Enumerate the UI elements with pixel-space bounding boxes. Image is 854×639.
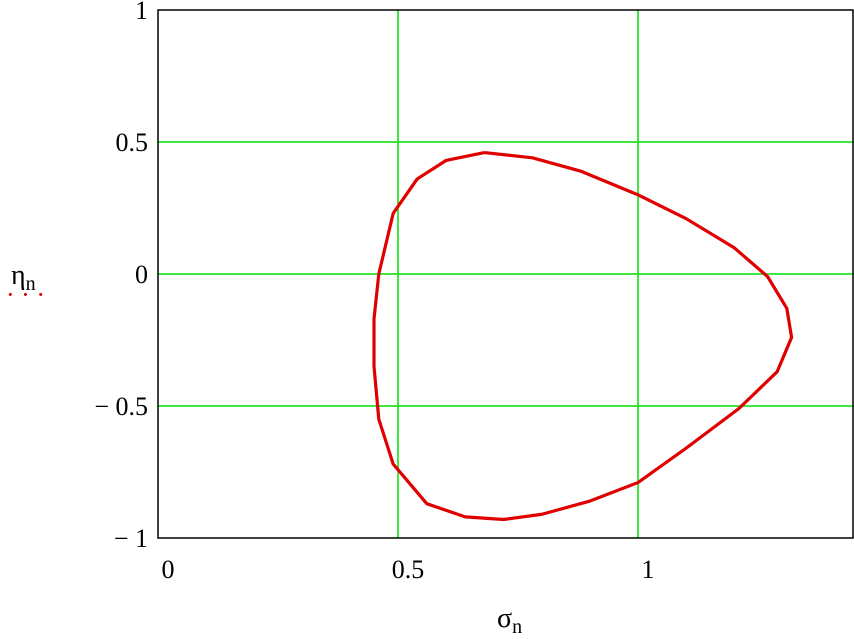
y-axis-label-dots: · · ·: [6, 280, 45, 309]
y-tick-label: − 0.5: [94, 392, 148, 421]
y-tick-label: 0.5: [116, 128, 149, 157]
series-layer: [372, 150, 794, 522]
y-tick-label: 0: [135, 260, 148, 289]
y-tick-label: − 1: [114, 524, 148, 553]
x-axis-label: σn: [497, 603, 522, 638]
series-curve: [372, 150, 794, 522]
x-tick-label: 1: [642, 555, 655, 584]
x-axis-label-subscript: n: [512, 616, 522, 638]
y-tick-label: 1: [135, 0, 148, 25]
grid-lines: [158, 10, 854, 538]
plot-frame: [157, 9, 854, 539]
y-axis-label: ηn: [11, 260, 36, 295]
x-tick-label: 0.5: [392, 555, 425, 584]
y-tick-labels: − 1 − 0.5 0 0.5 1: [94, 0, 148, 553]
x-tick-label: 0: [162, 555, 175, 584]
y-axis-label-subscript: n: [26, 273, 36, 295]
